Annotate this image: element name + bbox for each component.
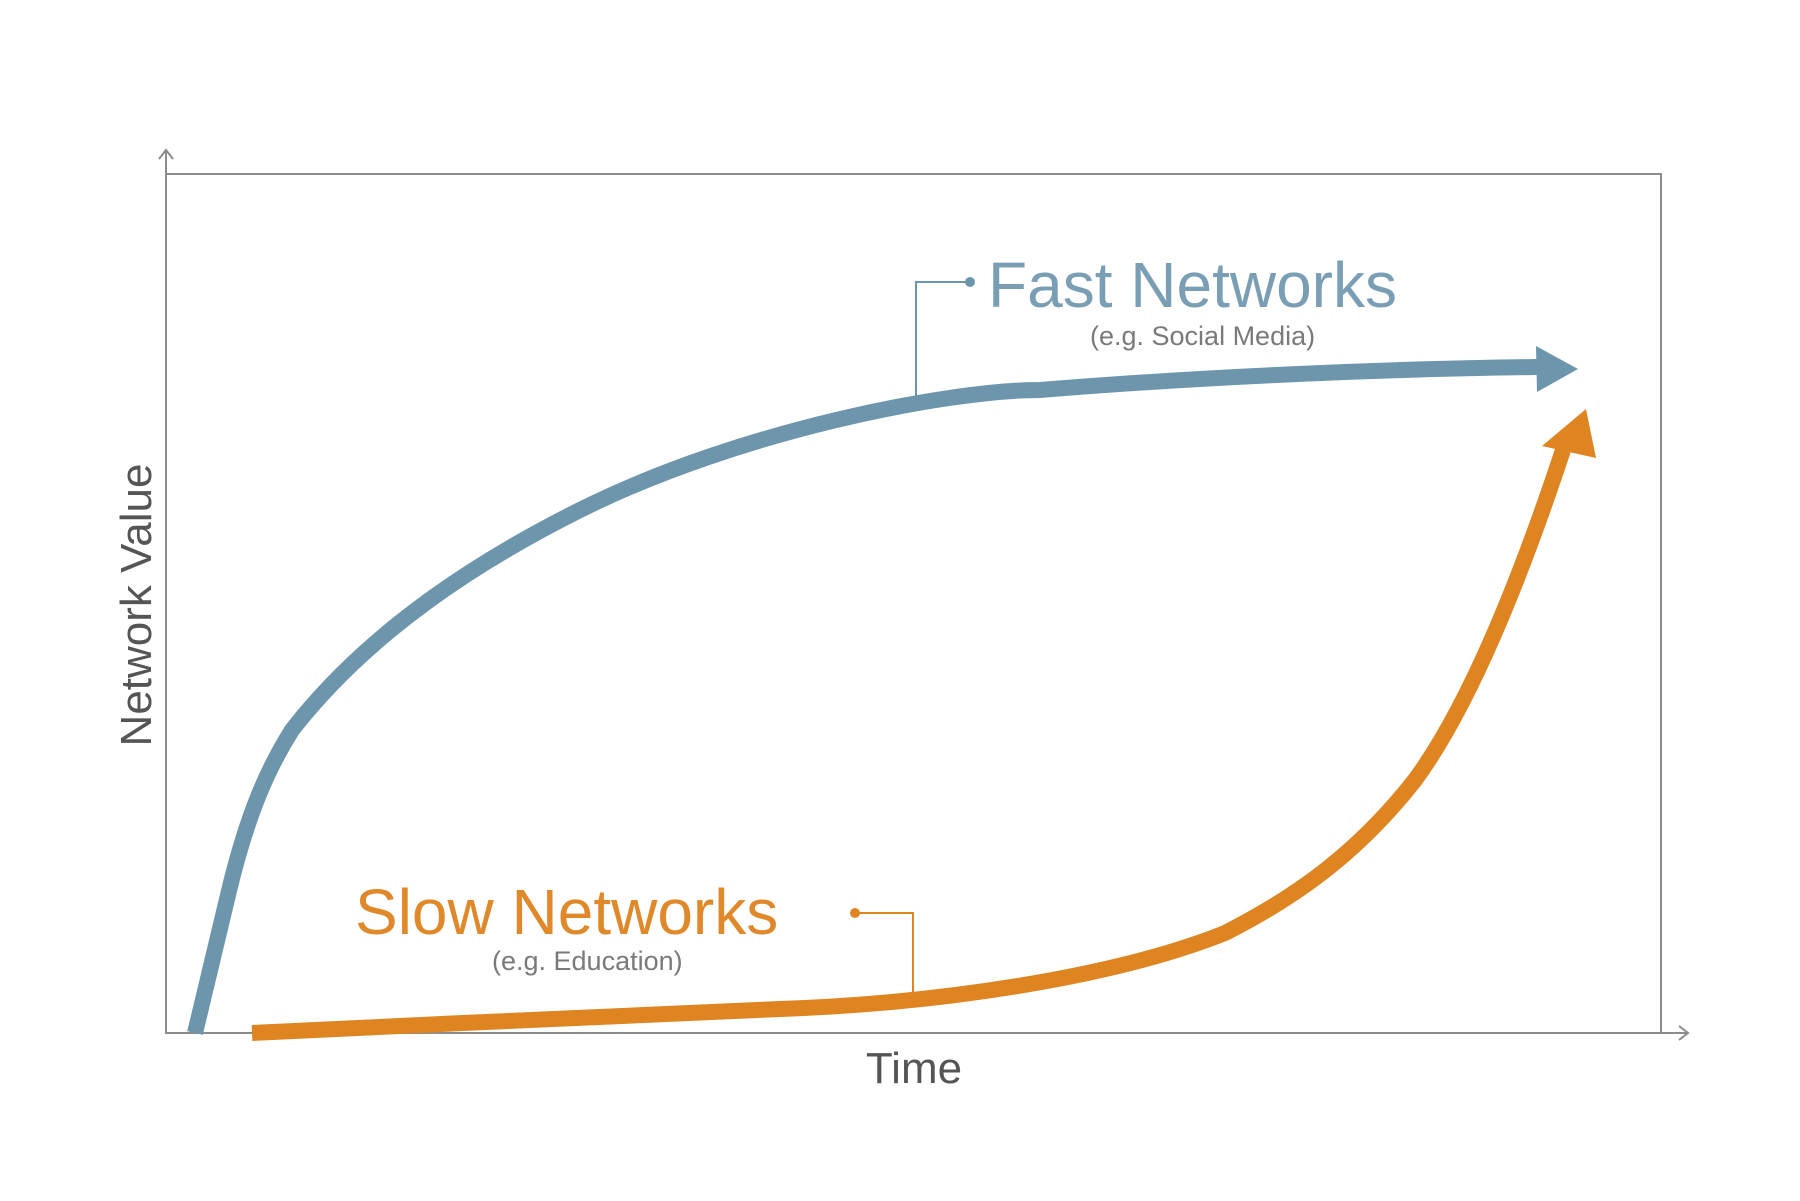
- slow-callout-leader: [857, 912, 914, 996]
- slow-network-curve: [251, 447, 1571, 1041]
- fast-callout-leader: [915, 281, 968, 408]
- slow-arrowhead-icon: [1542, 409, 1596, 458]
- fast-network-curve: [187, 359, 1539, 1035]
- slow-networks-sublabel: (e.g. Education): [492, 946, 683, 976]
- x-axis-arrow-icon: [1661, 1025, 1690, 1041]
- fast-networks-sublabel: (e.g. Social Media): [1090, 321, 1315, 351]
- x-axis-title: Time: [866, 1044, 962, 1093]
- fast-callout-dot: [965, 277, 975, 287]
- slow-networks-label: Slow Networks: [355, 876, 778, 948]
- slow-callout-dot: [850, 908, 860, 918]
- fast-networks-label: Fast Networks: [988, 249, 1397, 321]
- fast-arrowhead-icon: [1536, 346, 1578, 392]
- plot-frame: [165, 173, 1662, 1034]
- y-axis-arrow-icon: [158, 148, 174, 174]
- y-axis-title: Network Value: [112, 464, 161, 747]
